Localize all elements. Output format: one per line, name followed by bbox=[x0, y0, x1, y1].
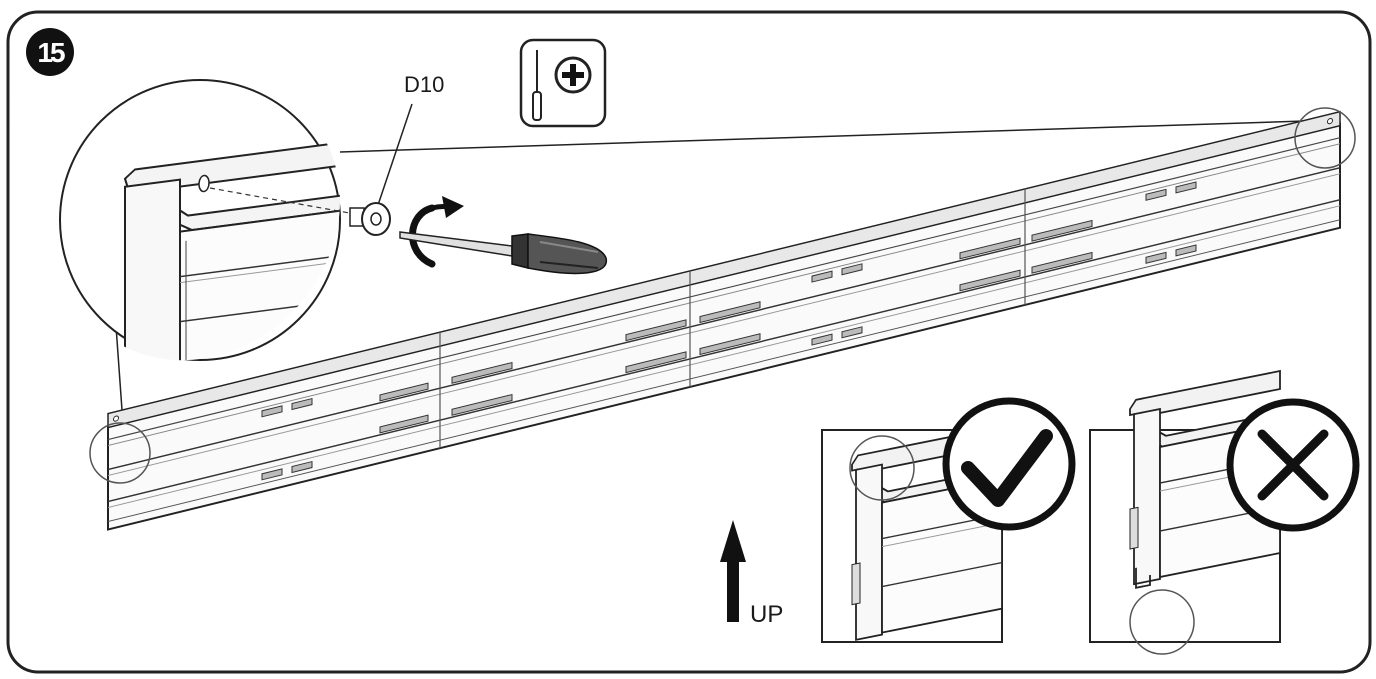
phillips-screwdriver-icon bbox=[519, 38, 607, 128]
rail-corner-left-circle bbox=[89, 422, 151, 484]
rail-assembly bbox=[107, 110, 1341, 531]
rail-top-lip bbox=[107, 110, 1341, 429]
rail-corner-right-circle bbox=[1294, 107, 1356, 169]
screwdriver-icon bbox=[399, 231, 607, 275]
zoom-connector-top bbox=[339, 120, 1306, 153]
up-arrow-icon bbox=[720, 520, 746, 622]
part-label: D10 bbox=[404, 72, 444, 97]
checkmark-circle-icon bbox=[942, 397, 1076, 531]
step-number: 15 bbox=[37, 37, 65, 68]
screw-icon bbox=[349, 202, 391, 236]
step-badge-circle bbox=[26, 28, 74, 76]
screw-path-line bbox=[209, 187, 356, 215]
step-badge: 15 bbox=[26, 28, 74, 76]
part-leader-line bbox=[377, 103, 413, 206]
direction-label: UP bbox=[750, 601, 783, 628]
x-circle-icon bbox=[1226, 398, 1360, 532]
magnifier-detail bbox=[59, 79, 356, 378]
zoom-connector-bottom bbox=[115, 325, 124, 425]
